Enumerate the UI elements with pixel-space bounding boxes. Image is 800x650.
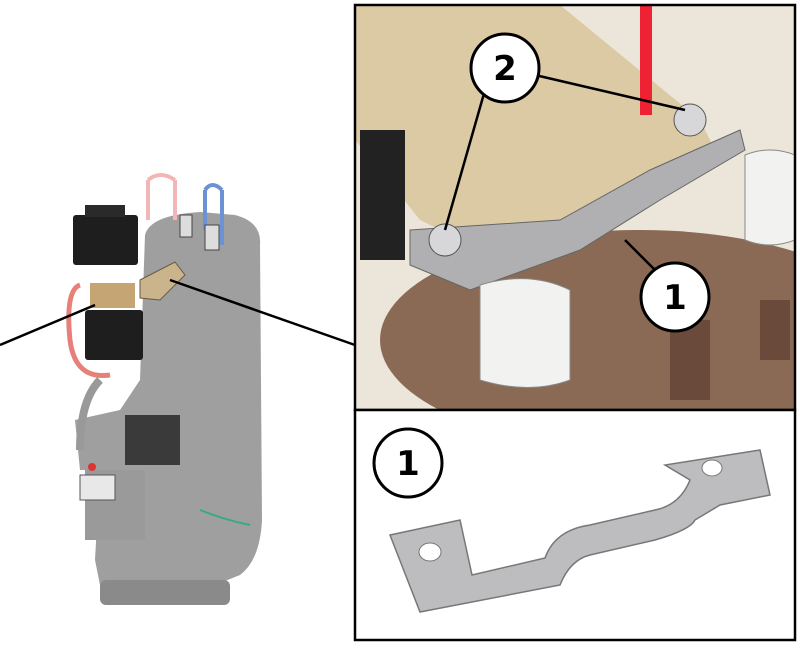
screw-left	[428, 223, 462, 257]
leader-line-left	[0, 303, 96, 347]
blue-tube	[203, 183, 224, 245]
part-view-bottom: 1	[353, 408, 797, 642]
red-wire	[640, 5, 652, 115]
callout-label-2: 2	[493, 49, 517, 89]
detail-view-top: 2 1	[353, 3, 797, 412]
callout-label-1-detail: 1	[663, 278, 687, 318]
valve-body	[125, 415, 180, 465]
red-tube	[146, 173, 177, 220]
valve-brass	[90, 283, 135, 308]
callout-circle-1-detail	[639, 261, 711, 333]
callout-circle-2	[469, 32, 541, 104]
white-post-left	[479, 278, 571, 388]
metal-bracket-part	[388, 449, 771, 613]
solenoid-lower	[85, 310, 143, 360]
valve-bracket	[139, 261, 186, 301]
pump-label	[79, 474, 116, 501]
bracket-hole-right	[701, 459, 723, 477]
leader-line-detail	[169, 278, 356, 347]
bracket-hole-left	[418, 542, 442, 562]
callout-label-1-part: 1	[396, 444, 420, 484]
screw-right	[673, 103, 707, 137]
metal-bracket-detail	[409, 129, 746, 291]
white-post-right	[744, 149, 795, 246]
solenoid-upper	[73, 215, 138, 265]
boiler-base	[100, 580, 230, 605]
callout-circle-1-part	[372, 427, 444, 499]
terminal	[670, 320, 710, 400]
boiler-assembly-illustration	[66, 173, 262, 605]
solenoid-edge	[360, 130, 405, 260]
red-hose	[66, 282, 111, 379]
